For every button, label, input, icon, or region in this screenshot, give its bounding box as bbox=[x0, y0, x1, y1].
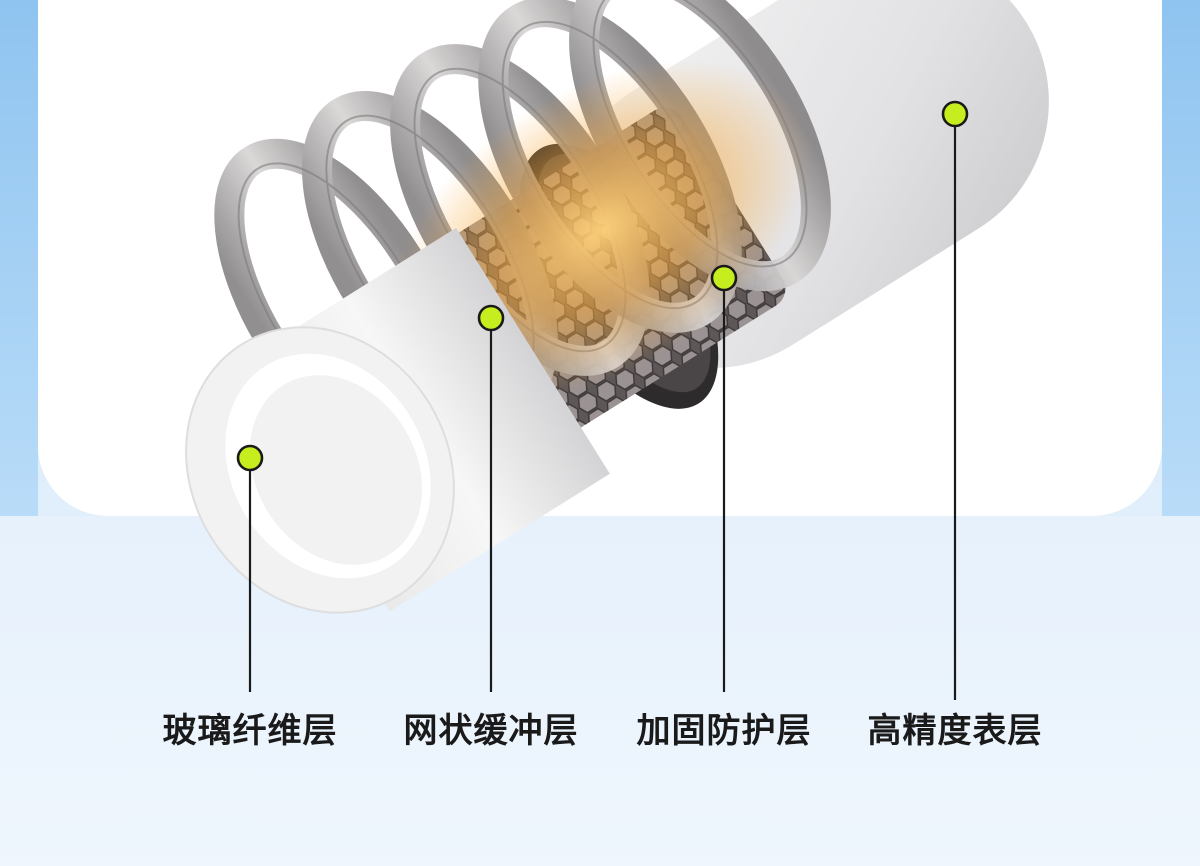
marker-surface bbox=[941, 100, 969, 128]
label-surface: 高精度表层 bbox=[867, 711, 1043, 751]
marker-fiberglass bbox=[236, 444, 264, 472]
fiberglass-tube bbox=[185, 227, 610, 614]
marker-reinforcement bbox=[710, 264, 738, 292]
label-fiberglass: 玻璃纤维层 bbox=[162, 711, 338, 751]
marker-mesh-buffer bbox=[477, 304, 505, 332]
lower-panel bbox=[0, 516, 1200, 866]
leader-lines bbox=[248, 114, 957, 700]
label-reinforcement: 加固防护层 bbox=[636, 711, 812, 751]
label-mesh-buffer: 网状缓冲层 bbox=[403, 711, 579, 751]
